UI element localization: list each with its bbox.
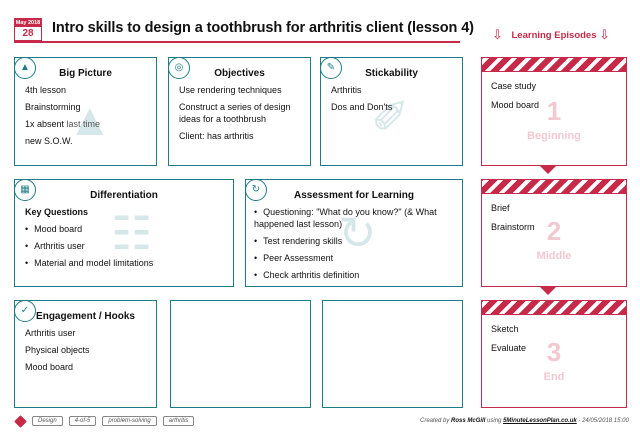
objectives-line: Client: has arthritis [179, 131, 254, 141]
big-picture-content[interactable]: 4th lesson Brainstorming 1x absent last … [25, 84, 148, 152]
arrow-down-icon: ⇩ [492, 27, 503, 42]
stickability-heading: Stickability [365, 68, 418, 79]
engagement-box[interactable]: ✓ Engagement / Hooks Arthritis user Phys… [14, 300, 157, 408]
credit-prefix: Created by [420, 418, 450, 424]
refresh-icon: ↻ [245, 179, 267, 201]
differentiation-bullet: Arthritis user [25, 240, 225, 252]
assessment-content[interactable]: Questioning: "What do you know?" (& What… [254, 206, 454, 286]
big-picture-line: 1x absent [25, 119, 65, 129]
footer-credit: Created by Ross McGill using 5MinuteLess… [420, 418, 629, 424]
learning-episodes-label: Learning Episodes [511, 30, 597, 41]
episode-connector [540, 287, 556, 295]
objectives-box[interactable]: ◎ Objectives Use rendering techniques Co… [168, 57, 311, 166]
big-picture-line: 1x absent last time [25, 118, 148, 130]
differentiation-bullet: Mood board [25, 223, 225, 235]
differentiation-box[interactable]: ▦ ☷ Differentiation Key Questions Mood b… [14, 179, 234, 287]
episode-stage: Middle [536, 250, 572, 262]
empty-box-middle[interactable] [170, 300, 311, 408]
tag-chip[interactable]: Design [32, 416, 63, 426]
episode-end[interactable]: Sketch Evaluate 3 End [481, 300, 627, 408]
engagement-line: Arthritis user [25, 328, 76, 338]
episode-number: 3 [546, 337, 562, 367]
credit-using: using [487, 418, 502, 424]
episode-stage: End [543, 371, 565, 383]
key-questions-label: Key Questions [25, 207, 89, 217]
assessment-bullet: Test rendering skills [254, 235, 454, 247]
stickability-box[interactable]: ✎ ✐ Stickability Arthritis Dos and Don't… [320, 57, 463, 166]
title-divider [14, 41, 460, 43]
engagement-content[interactable]: Arthritis user Physical objects Mood boa… [25, 327, 148, 378]
assessment-bullet: Peer Assessment [254, 252, 454, 264]
episode-content[interactable]: Case study Mood board [491, 80, 539, 118]
big-picture-line: 4th lesson [25, 85, 67, 95]
checkmark-icon: ✓ [14, 300, 36, 322]
episode-stripe [482, 180, 626, 194]
episode-line: Evaluate [491, 343, 527, 353]
episode-connector [540, 166, 556, 174]
big-picture-box[interactable]: ▲ ▲ Big Picture 4th lesson Brainstorming… [14, 57, 157, 166]
stickability-line: Dos and Don'ts [331, 102, 393, 112]
objectives-content[interactable]: Use rendering techniques Construct a ser… [179, 84, 302, 147]
big-picture-line: Brainstorming [25, 102, 81, 112]
big-picture-heading: Big Picture [59, 68, 112, 79]
differentiation-bullet: Material and model limitations [25, 257, 225, 269]
episode-line: Brainstorm [491, 222, 535, 232]
episode-line: Brief [491, 203, 510, 213]
differentiation-content[interactable]: Key Questions Mood board Arthritis user … [25, 206, 225, 274]
pin-icon: ✎ [320, 57, 342, 79]
page-title[interactable]: Intro skills to design a toothbrush for … [52, 20, 474, 36]
assessment-bullet: Questioning: "What do you know?" (& What… [254, 206, 454, 230]
tag-list: Design 4-of-5 problem-solving arthritis [32, 416, 195, 426]
tag-chip[interactable]: 4-of-5 [68, 416, 97, 426]
calculator-icon: ▦ [14, 179, 36, 201]
episode-line: Sketch [491, 324, 519, 334]
tag-chip[interactable]: arthritis [162, 416, 195, 426]
credit-date: - 24/05/2018 15:00 [578, 418, 629, 424]
arrow-down-icon: ⇩ [599, 27, 610, 42]
episode-stripe [482, 58, 626, 72]
stickability-content[interactable]: Arthritis Dos and Don'ts [331, 84, 454, 118]
credit-author: Ross McGill [451, 418, 486, 424]
episode-number: 2 [546, 216, 562, 246]
tag-chip[interactable]: problem-solving [102, 416, 157, 426]
stickability-line: Arthritis [331, 85, 362, 95]
episode-content[interactable]: Sketch Evaluate [491, 323, 526, 361]
differentiation-heading: Differentiation [90, 190, 158, 201]
engagement-line: Physical objects [25, 345, 90, 355]
episode-beginning[interactable]: Case study Mood board 1 Beginning [481, 57, 627, 166]
empty-box-right[interactable] [322, 300, 463, 408]
learning-episodes-header: ⇩ Learning Episodes ⇩ [480, 26, 628, 46]
mountain-icon: ▲ [14, 57, 36, 79]
episode-content[interactable]: Brief Brainstorm [491, 202, 535, 240]
assessment-box[interactable]: ↻ ↻ Assessment for Learning Questioning:… [245, 179, 463, 287]
assessment-heading: Assessment for Learning [293, 190, 415, 201]
date-month: May 2018 [15, 19, 41, 27]
tag-icon [14, 415, 27, 428]
engagement-heading: Engagement / Hooks [36, 311, 135, 322]
episode-line: Mood board [491, 100, 540, 110]
objectives-heading: Objectives [214, 68, 265, 79]
episode-stripe [482, 301, 626, 315]
episode-middle[interactable]: Brief Brainstorm 2 Middle [481, 179, 627, 287]
objectives-line: Construct a series of design ideas for a… [179, 102, 291, 124]
date-day: 28 [22, 28, 34, 39]
credit-site-link[interactable]: 5MinuteLessonPlan.co.uk [503, 418, 577, 424]
big-picture-line: new S.O.W. [25, 136, 73, 146]
episode-line: Case study [491, 81, 537, 91]
episode-number: 1 [546, 96, 562, 126]
assessment-bullet: Check arthritis definition [254, 269, 454, 281]
episode-stage: Beginning [527, 130, 581, 142]
date-badge: May 2018 28 [14, 18, 42, 41]
objectives-line: Use rendering techniques [179, 85, 282, 95]
big-picture-line: last time [66, 119, 101, 129]
target-icon: ◎ [168, 57, 190, 79]
engagement-line: Mood board [25, 362, 74, 372]
